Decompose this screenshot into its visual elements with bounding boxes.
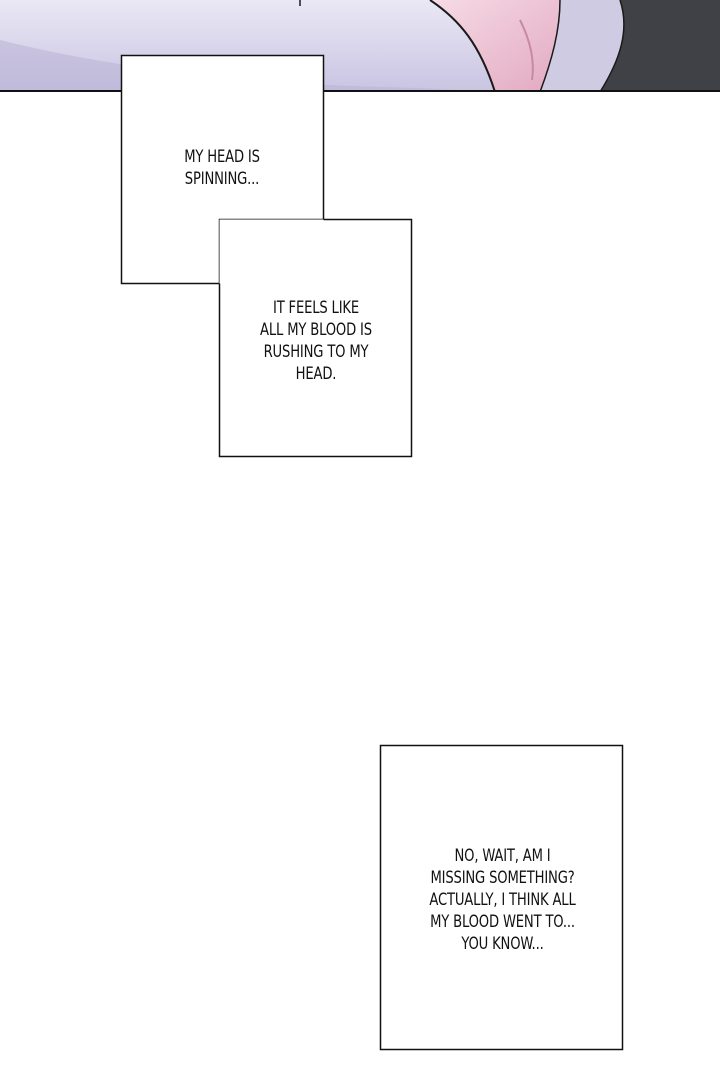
caption-box-2 [219, 219, 412, 457]
caption-text-1: MY HEAD IS SPINNING... [184, 147, 260, 189]
caption-box-3 [379, 744, 624, 1051]
caption-text-3: NO, WAIT, AM I MISSING SOMETHING? ACTUAL… [429, 846, 576, 954]
caption-text-2: IT FEELS LIKE ALL MY BLOOD IS RUSHING TO… [260, 298, 372, 384]
